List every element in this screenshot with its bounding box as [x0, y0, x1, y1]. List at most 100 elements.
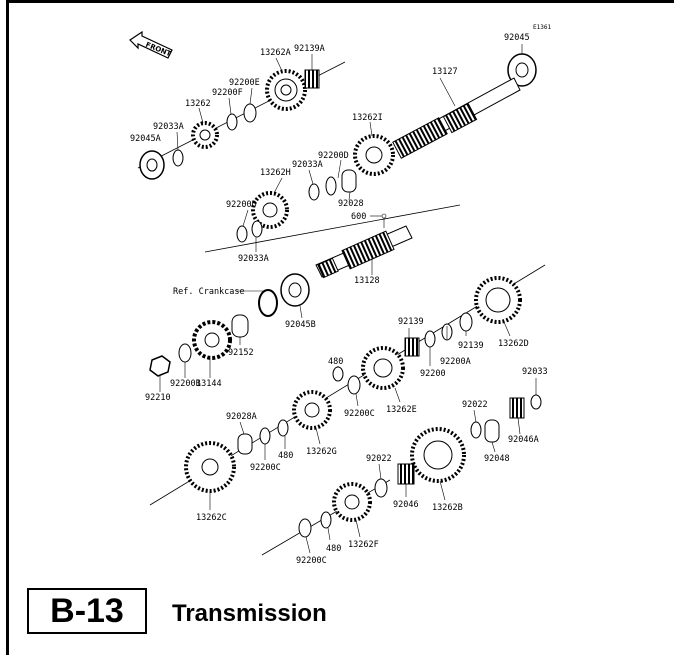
gear-13262G — [292, 390, 332, 430]
washer-92200C-mid — [259, 427, 271, 445]
part-label: 92200D — [226, 200, 257, 210]
part-label: 480 — [326, 544, 341, 554]
part-label: 13262I — [352, 113, 383, 123]
washer-92022-left — [374, 478, 388, 498]
section-code-box: B-13 — [27, 588, 147, 634]
washer-92033 — [530, 394, 542, 410]
part-label: 92045 — [504, 33, 530, 43]
seal-ref-crankcase — [258, 289, 278, 317]
washer-92200D-upper — [325, 176, 337, 196]
part-label: 92033 — [522, 367, 548, 377]
gear-13262B — [410, 427, 466, 483]
shaft-13128 — [315, 225, 413, 279]
leader-lines — [159, 44, 537, 554]
part-label: 13144 — [196, 379, 222, 389]
frame-top-border — [6, 0, 674, 3]
washer-92200C-right — [347, 375, 361, 395]
part-label: 13262B — [432, 503, 463, 513]
part-labels: 92045 13127 92139A 13262A 92200E 92200F … — [130, 33, 548, 566]
washer-92200B — [178, 343, 192, 363]
gear-13262E — [361, 346, 405, 390]
washer-92022-right — [470, 421, 482, 439]
part-label: 13128 — [354, 276, 380, 286]
bearing-92046A — [509, 397, 525, 419]
section-title: Transmission — [172, 600, 327, 627]
part-label: 92200F — [212, 88, 243, 98]
part-label: 13262A — [260, 48, 291, 58]
gear-13262D — [474, 276, 522, 324]
sprocket-13144 — [192, 320, 232, 360]
part-label: 13262E — [386, 405, 417, 415]
bushing-92048 — [484, 419, 500, 443]
bearing-92045 — [507, 53, 537, 87]
diagram-code: E1361 — [533, 24, 551, 31]
part-label: 600 — [351, 212, 366, 222]
part-label: 92139 — [458, 341, 484, 351]
part-label: 13262H — [260, 168, 291, 178]
part-label: 92022 — [366, 454, 392, 464]
section-code: B-13 — [50, 591, 124, 630]
washer-92139-right — [459, 312, 473, 332]
washer-92033A-upper — [172, 149, 184, 167]
part-label: 92028 — [338, 199, 364, 209]
gear-13262H — [251, 191, 289, 229]
part-label: 92200E — [229, 78, 260, 88]
part-label: 92033A — [238, 254, 269, 264]
part-label: 92033A — [153, 122, 184, 132]
nut-92210 — [149, 355, 171, 377]
part-label: 13262G — [306, 447, 337, 457]
part-label: 92200A — [440, 357, 471, 367]
frame-left-border — [6, 0, 9, 655]
bearing-92139 — [404, 337, 420, 357]
part-label: 92046 — [393, 500, 419, 510]
bearing-92045B — [280, 273, 310, 307]
washer-92033A-mid — [308, 183, 320, 201]
washer-480-mid — [277, 419, 289, 437]
washer-92200E — [243, 103, 257, 123]
part-label: 92045B — [285, 320, 316, 330]
part-label: 13262F — [348, 540, 379, 550]
part-label: 92046A — [508, 435, 539, 445]
washer-480-lower — [320, 511, 332, 529]
bearing-92139A — [304, 69, 320, 89]
washer-92200F — [226, 113, 238, 131]
front-arrow-icon: FRONT — [129, 30, 173, 59]
collar-92152 — [231, 314, 249, 338]
part-label: 92139A — [294, 44, 325, 54]
bushing-92028 — [341, 169, 357, 193]
part-label: 92048 — [484, 454, 510, 464]
part-label: 92045A — [130, 134, 161, 144]
washer-92033A-lower — [251, 220, 263, 238]
shaft-13127 — [392, 77, 521, 159]
bearing-92045A — [139, 150, 165, 180]
gear-13262I — [353, 134, 395, 176]
part-label: 92200 — [420, 369, 446, 379]
gear-13262C — [184, 441, 236, 493]
gear-13262A — [265, 69, 307, 111]
part-label: 92200C — [344, 409, 375, 419]
washer-92200D-lower — [236, 225, 248, 243]
part-label: 92139 — [398, 317, 424, 327]
part-label: 13262 — [185, 99, 211, 109]
part-label: 13262D — [498, 339, 529, 349]
gear-13262 — [191, 121, 219, 149]
bushing-92028A — [237, 433, 253, 455]
part-label: 92200B — [170, 379, 201, 389]
part-label: 13262C — [196, 513, 227, 523]
gear-13262F — [332, 482, 372, 522]
washer-92200C-lower — [298, 518, 312, 538]
part-label: 92152 — [228, 348, 254, 358]
part-label: 92028A — [226, 412, 257, 422]
washer-480-right — [332, 366, 344, 382]
part-label: 92200D — [318, 151, 349, 161]
part-label: 92022 — [462, 400, 488, 410]
part-label: 480 — [278, 451, 293, 461]
part-label: 92210 — [145, 393, 171, 403]
part-label: 480 — [328, 357, 343, 367]
washer-92200 — [424, 330, 436, 348]
part-label: 92200C — [250, 463, 281, 473]
ref-crankcase-label: Ref. Crankcase — [173, 287, 245, 297]
part-label: 13127 — [432, 67, 458, 77]
part-label: 92200C — [296, 556, 327, 566]
